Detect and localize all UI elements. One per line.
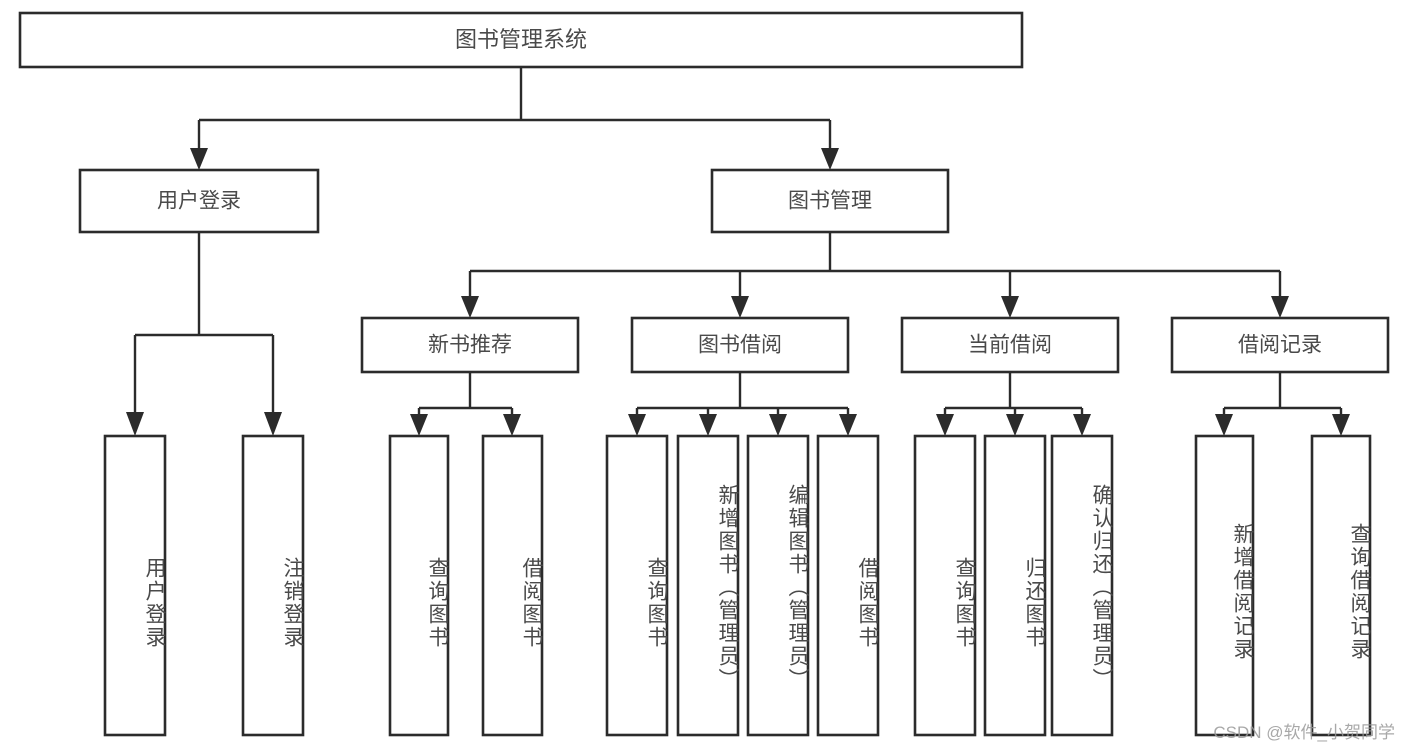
node-leaf-add-record-box[interactable]	[1194, 434, 1255, 737]
arrowhead-leaf-logout	[264, 412, 282, 436]
node-leaf-return-book-box[interactable]	[983, 434, 1047, 737]
node-current-borrow-box[interactable]	[900, 316, 1120, 374]
node-root-label: 图书管理系统	[455, 27, 587, 52]
arrowhead-leaf-edit-book	[769, 414, 787, 436]
arrowhead-book-manage	[821, 148, 839, 170]
node-leaf-query-book-3-box[interactable]	[913, 434, 977, 737]
arrowhead-leaf-query-book-1	[410, 414, 428, 436]
arrowhead-book-borrow	[731, 296, 749, 318]
node-leaf-query-record-box[interactable]	[1310, 434, 1372, 737]
node-new-book-rec-box[interactable]	[360, 316, 580, 374]
node-leaf-query-book-2-box[interactable]	[605, 434, 669, 737]
node-book-manage-label: 图书管理	[788, 190, 872, 213]
watermark-text: CSDN @软件_小贺同学	[1213, 723, 1395, 742]
arrowhead-borrow-record	[1271, 296, 1289, 318]
arrowhead-leaf-user-login	[126, 412, 144, 436]
arrowhead-leaf-confirm-return	[1073, 414, 1091, 436]
arrowhead-current-borrow	[1001, 296, 1019, 318]
arrowhead-leaf-borrow-book-1	[503, 414, 521, 436]
edge-layer	[126, 67, 1350, 436]
node-current-borrow-label: 当前借阅	[968, 334, 1052, 357]
node-leaf-add-book-box[interactable]	[676, 434, 740, 737]
node-book-borrow-label: 图书借阅	[698, 334, 782, 357]
node-book-manage-box[interactable]	[710, 168, 950, 234]
arrowhead-leaf-query-book-2	[628, 414, 646, 436]
node-root-box[interactable]	[18, 11, 1024, 69]
node-leaf-user-login-box[interactable]	[103, 434, 167, 737]
arrowhead-leaf-query-record	[1332, 414, 1350, 436]
node-leaf-logout-box[interactable]	[241, 434, 305, 737]
node-leaf-edit-book-box[interactable]	[746, 434, 810, 737]
node-book-borrow-box[interactable]	[630, 316, 850, 374]
arrowhead-leaf-query-book-3	[936, 414, 954, 436]
node-user-login-box[interactable]	[78, 168, 320, 234]
node-leaf-borrow-book-1-box[interactable]	[481, 434, 544, 737]
node-leaf-confirm-return-box[interactable]	[1050, 434, 1114, 737]
arrowhead-leaf-return-book	[1006, 414, 1024, 436]
node-borrow-record-box[interactable]	[1170, 316, 1390, 374]
arrowhead-user-login	[190, 148, 208, 170]
arrowhead-new-book-rec	[461, 296, 479, 318]
arrowhead-leaf-add-record	[1215, 414, 1233, 436]
node-layer: 图书管理系统 用户登录 图书管理 新书推荐 图书借阅 当前借阅 借阅记录	[18, 11, 1390, 737]
node-user-login-label: 用户登录	[157, 190, 241, 213]
node-borrow-record-label: 借阅记录	[1238, 334, 1322, 357]
node-new-book-rec-label: 新书推荐	[428, 334, 512, 357]
node-leaf-query-book-1-box[interactable]	[388, 434, 450, 737]
node-leaf-borrow-book-2-box[interactable]	[816, 434, 880, 737]
arrowhead-leaf-add-book	[699, 414, 717, 436]
arrowhead-leaf-borrow-book-2	[839, 414, 857, 436]
